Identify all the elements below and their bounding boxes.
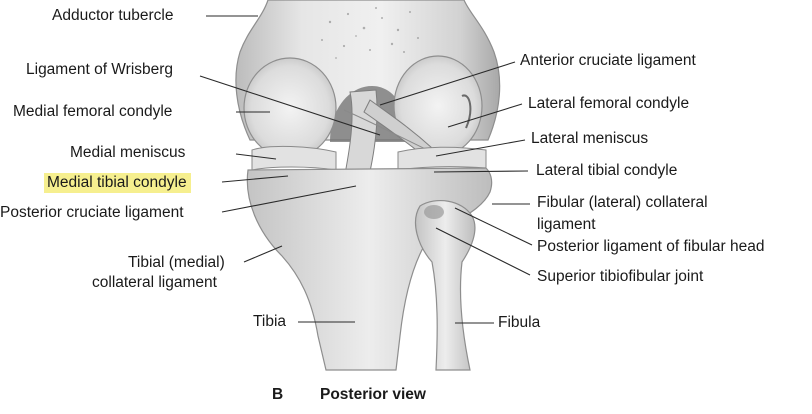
label-superior-tibiofibular-joint: Superior tibiofibular joint [537, 268, 704, 285]
label-adductor-tubercle: Adductor tubercle [52, 7, 174, 24]
medial-meniscus-shape [251, 145, 337, 171]
label-medial-tibial-condyle: Medial tibial condyle [44, 173, 191, 193]
leader-lines [199, 15, 533, 324]
panel-letter: B [272, 386, 284, 403]
label-ligament-of-wrisberg: Ligament of Wrisberg [26, 61, 174, 78]
label-anterior-cruciate-ligament: Anterior cruciate ligament [520, 52, 696, 69]
figure-caption: Posterior view [320, 386, 426, 403]
label-posterior-ligament-fibular-head: Posterior ligament of fibular head [537, 238, 765, 255]
lateral-meniscus-shape [397, 146, 487, 171]
label-fibular-collateral-line2: ligament [537, 216, 596, 233]
label-lateral-tibial-condyle: Lateral tibial condyle [536, 162, 678, 179]
label-medial-femoral-condyle: Medial femoral condyle [13, 103, 173, 120]
label-lateral-femoral-condyle: Lateral femoral condyle [528, 95, 690, 112]
label-tibia: Tibia [253, 313, 287, 330]
label-lateral-meniscus: Lateral meniscus [531, 130, 649, 147]
label-tibial-collateral-line2: collateral ligament [92, 274, 217, 291]
label-medial-meniscus: Medial meniscus [70, 144, 186, 161]
label-fibula: Fibula [498, 314, 541, 331]
label-tibial-collateral-line1: Tibial (medial) [128, 254, 225, 271]
label-posterior-cruciate-ligament: Posterior cruciate ligament [0, 204, 184, 221]
label-fibular-collateral-line1: Fibular (lateral) collateral [537, 194, 708, 211]
fibula-shape [414, 199, 476, 371]
medial-femoral-condyle-shape [243, 57, 337, 159]
